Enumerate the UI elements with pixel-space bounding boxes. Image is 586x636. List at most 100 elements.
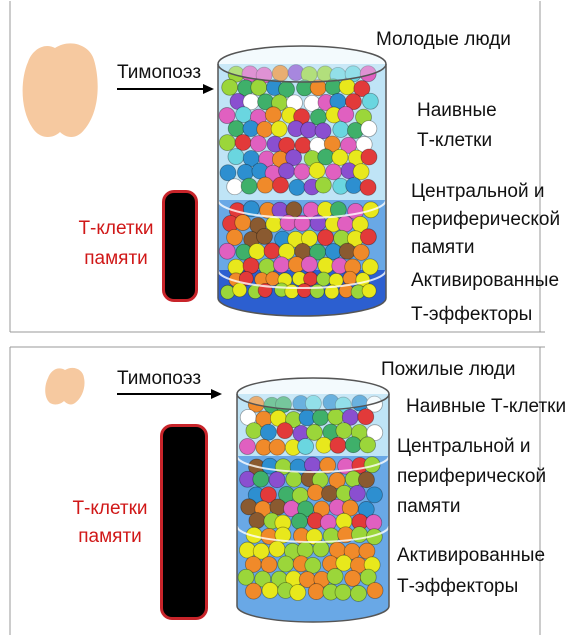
cell <box>249 244 265 260</box>
memory-label-line2: периферической <box>397 466 546 488</box>
cell <box>366 487 382 503</box>
arrow-icon <box>211 389 222 399</box>
young-cylinder <box>218 46 386 316</box>
cell <box>318 230 334 246</box>
cell <box>261 557 277 573</box>
cell <box>220 165 236 181</box>
cell <box>236 107 252 123</box>
cell <box>366 515 382 531</box>
cell <box>235 215 251 231</box>
memory-cells-label-line1: Т-клетки <box>70 218 162 240</box>
effectors-label-line1: Активированные <box>397 545 545 567</box>
cell <box>310 284 324 298</box>
cell <box>358 409 374 425</box>
cell <box>351 585 367 601</box>
memory-cells-label-line2: памяти <box>70 248 162 270</box>
thymopoiesis-label: Тимопоэз <box>117 368 201 390</box>
elderly-cylinder <box>237 378 389 622</box>
cell <box>241 499 257 515</box>
cell <box>301 122 317 138</box>
cell <box>285 284 299 298</box>
cell <box>345 570 361 586</box>
cell <box>237 164 253 180</box>
cell <box>257 121 273 137</box>
thymopoiesis-label: Тимопоэз <box>117 62 201 84</box>
cell <box>307 484 323 500</box>
cell <box>227 229 243 245</box>
naive-label: Наивные Т-клетки <box>406 396 566 418</box>
cell <box>317 272 331 286</box>
memory-label-line3: памяти <box>397 496 461 518</box>
memory-cells-block <box>162 190 198 302</box>
cell <box>320 514 336 530</box>
cell <box>358 472 374 488</box>
cell <box>335 584 351 600</box>
cell <box>318 149 334 165</box>
elderly-panel: Пожилые люди Тимопоэз Наивные Т-клетки Ц… <box>0 346 586 636</box>
cell <box>269 439 285 455</box>
cell <box>249 513 265 529</box>
young-panel: Молодые люди Тимопоэз Наивные Т-клетки Ц… <box>0 0 586 346</box>
thymus-icon <box>45 368 84 405</box>
cell <box>362 93 378 109</box>
cell <box>332 149 348 165</box>
cell <box>262 582 278 598</box>
cell <box>313 410 329 426</box>
cell <box>337 216 353 232</box>
cell <box>228 149 244 165</box>
cell <box>353 164 369 180</box>
cell <box>367 582 383 598</box>
cell <box>345 437 361 453</box>
cell <box>290 585 306 601</box>
effectors-label-line1: Активированные <box>411 270 559 292</box>
thymus-icon <box>23 43 98 137</box>
memory-label-line1: Центральной и <box>411 181 545 203</box>
cell <box>273 177 289 193</box>
cell <box>239 439 255 455</box>
cell <box>360 229 376 245</box>
cell <box>228 121 244 137</box>
memory-label-line2: периферической <box>411 209 560 231</box>
cell <box>315 177 331 193</box>
naive-label-line1: Наивные <box>417 100 497 122</box>
cell <box>326 164 342 180</box>
cell <box>339 79 355 95</box>
cell <box>278 556 294 572</box>
young-title: Молодые люди <box>376 29 511 51</box>
cell <box>219 135 235 151</box>
cell <box>298 438 314 454</box>
cell <box>361 149 377 165</box>
cell <box>269 541 285 557</box>
cell <box>353 244 369 260</box>
cell <box>297 284 311 298</box>
cell <box>264 243 280 259</box>
effectors-label-line2: Т-эффекторы <box>397 576 518 598</box>
cell <box>265 107 281 123</box>
cell <box>233 283 247 297</box>
cell <box>251 79 267 95</box>
cell <box>250 136 266 152</box>
cell <box>279 163 295 179</box>
cell <box>333 121 349 137</box>
cell <box>327 568 343 584</box>
cell <box>308 584 324 600</box>
memory-cells-label-line1: Т-клетки <box>64 498 156 520</box>
cell <box>222 79 238 95</box>
cell <box>253 471 269 487</box>
cell <box>227 179 243 195</box>
cell <box>339 243 355 259</box>
cell <box>269 472 285 488</box>
cell <box>286 471 302 487</box>
cell <box>349 485 365 501</box>
cell <box>362 284 376 298</box>
cell <box>221 285 235 299</box>
cell <box>361 121 377 137</box>
cell <box>336 423 352 439</box>
cell <box>256 228 272 244</box>
cell <box>257 177 273 193</box>
cell <box>330 437 346 453</box>
cell <box>245 583 261 599</box>
cell <box>360 179 376 195</box>
cell <box>260 424 276 440</box>
elderly-title: Пожилые люди <box>381 359 516 381</box>
